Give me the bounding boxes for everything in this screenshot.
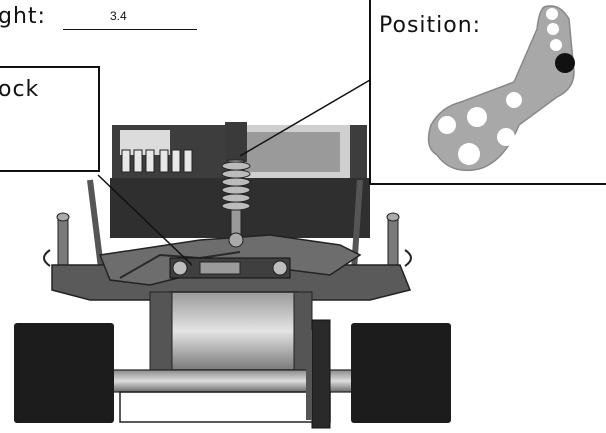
right-body-post — [386, 212, 412, 267]
motor — [149, 291, 313, 371]
shock-label: ock — [0, 77, 40, 102]
shock-callout-line — [97, 174, 193, 266]
mount-hole-1 — [546, 8, 558, 20]
bracket-hole-right — [497, 128, 515, 146]
ride-height-value: 3.4 — [110, 9, 127, 23]
center-shock — [221, 122, 251, 248]
position-callout-line — [239, 79, 371, 157]
left-body-post — [43, 212, 70, 267]
ride-height-label: ght: — [0, 4, 46, 29]
shock-callout-box: ock — [0, 66, 100, 172]
selected-mount-hole — [555, 53, 575, 73]
side-damper — [169, 257, 291, 279]
position-callout-box: Position: — [369, 0, 606, 185]
bracket-plate — [427, 5, 575, 172]
right-rear-tire — [351, 323, 451, 423]
bracket-hole-left — [438, 116, 456, 134]
ride-height-field: ght: 3.4 — [0, 4, 230, 34]
spur-gear — [306, 319, 331, 429]
mount-hole-2 — [547, 23, 559, 35]
ride-height-underline — [63, 29, 197, 30]
shock-mount-bracket — [427, 5, 575, 172]
bracket-hole-bottom — [458, 143, 480, 165]
left-rear-tire — [14, 323, 114, 423]
bracket-hole-middle — [467, 107, 487, 127]
bracket-hole-center — [506, 92, 522, 108]
mount-hole-3 — [550, 39, 562, 51]
position-label: Position: — [379, 13, 482, 38]
